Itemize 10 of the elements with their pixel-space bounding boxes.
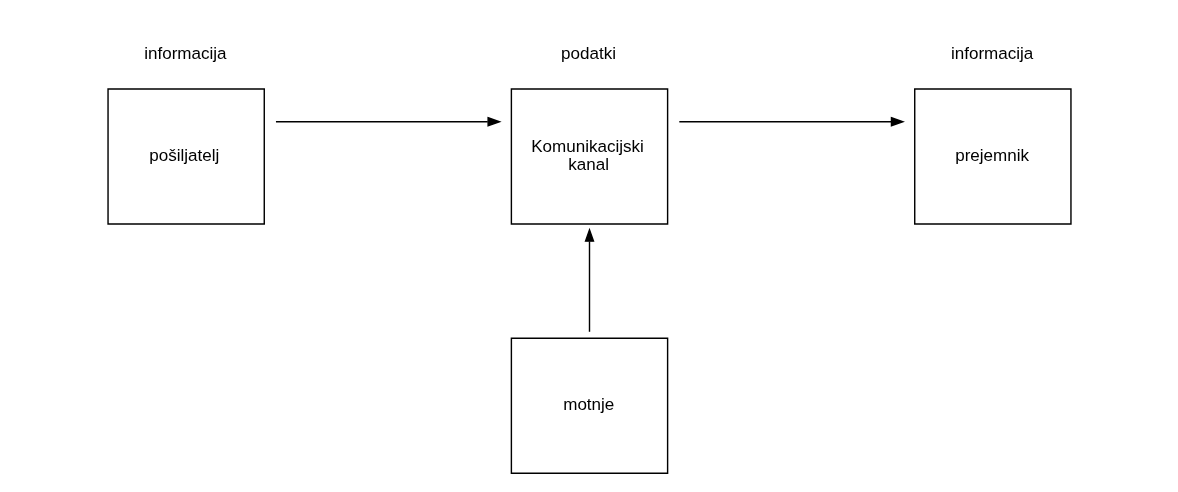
node-box: prejemnik [913,88,1072,225]
arrow [584,227,594,333]
node-label: informacija [950,43,1033,63]
node-label: podatki [560,43,616,63]
node-box: motnje [510,337,668,474]
node-box: pošiljatelj [106,88,265,225]
node-box: Komunikacijski kanal [510,88,668,225]
node-label: informacija [143,43,227,63]
arrow [678,116,905,127]
arrow [274,116,502,127]
